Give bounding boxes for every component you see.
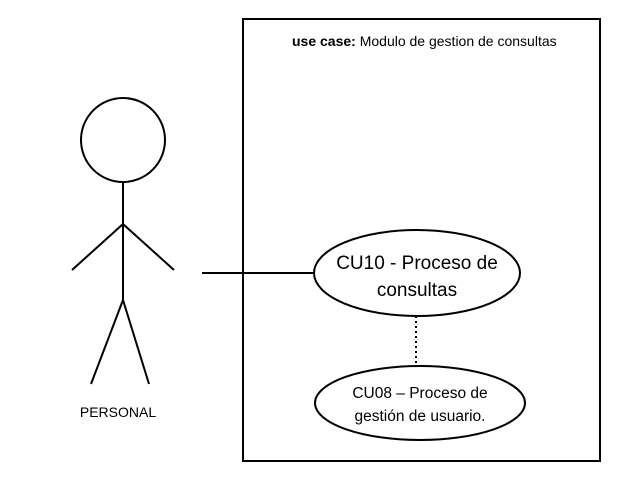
system-name: Modulo de gestion de consultas — [360, 33, 557, 49]
actor-left-leg — [90, 299, 124, 385]
system-boundary — [242, 18, 601, 462]
actor-label: PERSONAL — [80, 404, 156, 420]
actor-personal: PERSONAL — [71, 97, 175, 420]
use-case-cu08-ellipse — [314, 365, 526, 441]
actor-left-arm — [71, 223, 124, 271]
actor-head — [80, 97, 166, 183]
use-case-cu10-line1: CU10 - Proceso de — [336, 253, 498, 274]
actor-right-arm — [122, 223, 175, 271]
use-case-cu08-line1: CU08 – Proceso de — [352, 385, 487, 402]
use-case-cu10: CU10 - Proceso de consultas — [313, 229, 521, 317]
use-case-cu10-line2: consultas — [377, 280, 457, 301]
use-case-cu08: CU08 – Proceso de gestión de usuario. — [314, 365, 526, 441]
use-case-cu08-line2: gestión de usuario. — [355, 408, 486, 425]
system-title: use case: Modulo de gestion de consultas — [292, 33, 557, 49]
actor-right-leg — [122, 299, 150, 385]
use-case-cu10-ellipse — [313, 229, 521, 317]
system-stereotype: use case: — [292, 33, 356, 49]
